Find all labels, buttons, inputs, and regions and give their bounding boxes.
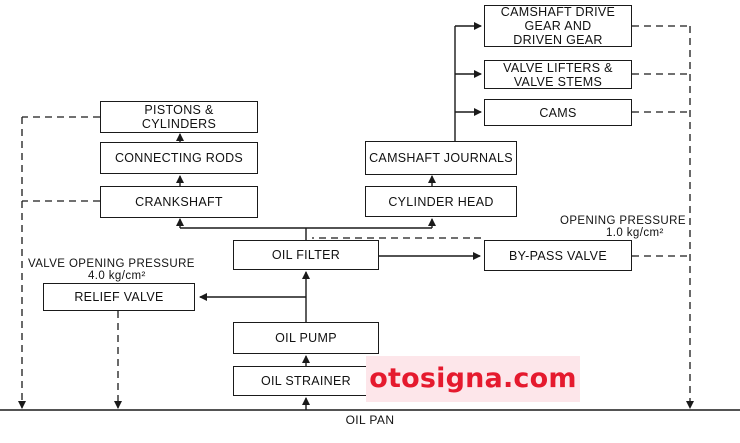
bypass-valve-node: BY-PASS VALVE xyxy=(484,240,632,271)
oil-filter-node: OIL FILTER xyxy=(233,240,379,270)
valve-opening-pressure-title: VALVE OPENING PRESSURE xyxy=(28,258,195,270)
opening-pressure-value: 1.0 kg/cm² xyxy=(606,227,664,239)
pistons-cylinders-node: PISTONS & CYLINDERS xyxy=(100,101,258,133)
cylinder-head-node: CYLINDER HEAD xyxy=(365,186,517,217)
oil-strainer-node: OIL STRAINER xyxy=(233,366,379,396)
crankshaft-node: CRANKSHAFT xyxy=(100,186,258,218)
watermark-logo: otosigna.com xyxy=(366,356,580,402)
opening-pressure-title: OPENING PRESSURE xyxy=(560,215,686,227)
cams-node: CAMS xyxy=(484,99,632,126)
camshaft-journals-node: CAMSHAFT JOURNALS xyxy=(365,141,517,175)
valve-lifters-node: VALVE LIFTERS & VALVE STEMS xyxy=(484,60,632,89)
valve-opening-pressure-value: 4.0 kg/cm² xyxy=(88,270,146,282)
relief-valve-node: RELIEF VALVE xyxy=(43,283,195,311)
oil-pump-node: OIL PUMP xyxy=(233,322,379,354)
camshaft-drive-gear-node: CAMSHAFT DRIVE GEAR AND DRIVEN GEAR xyxy=(484,5,632,47)
connecting-rods-node: CONNECTING RODS xyxy=(100,142,258,174)
oil-pan-label: OIL PAN xyxy=(345,413,395,427)
